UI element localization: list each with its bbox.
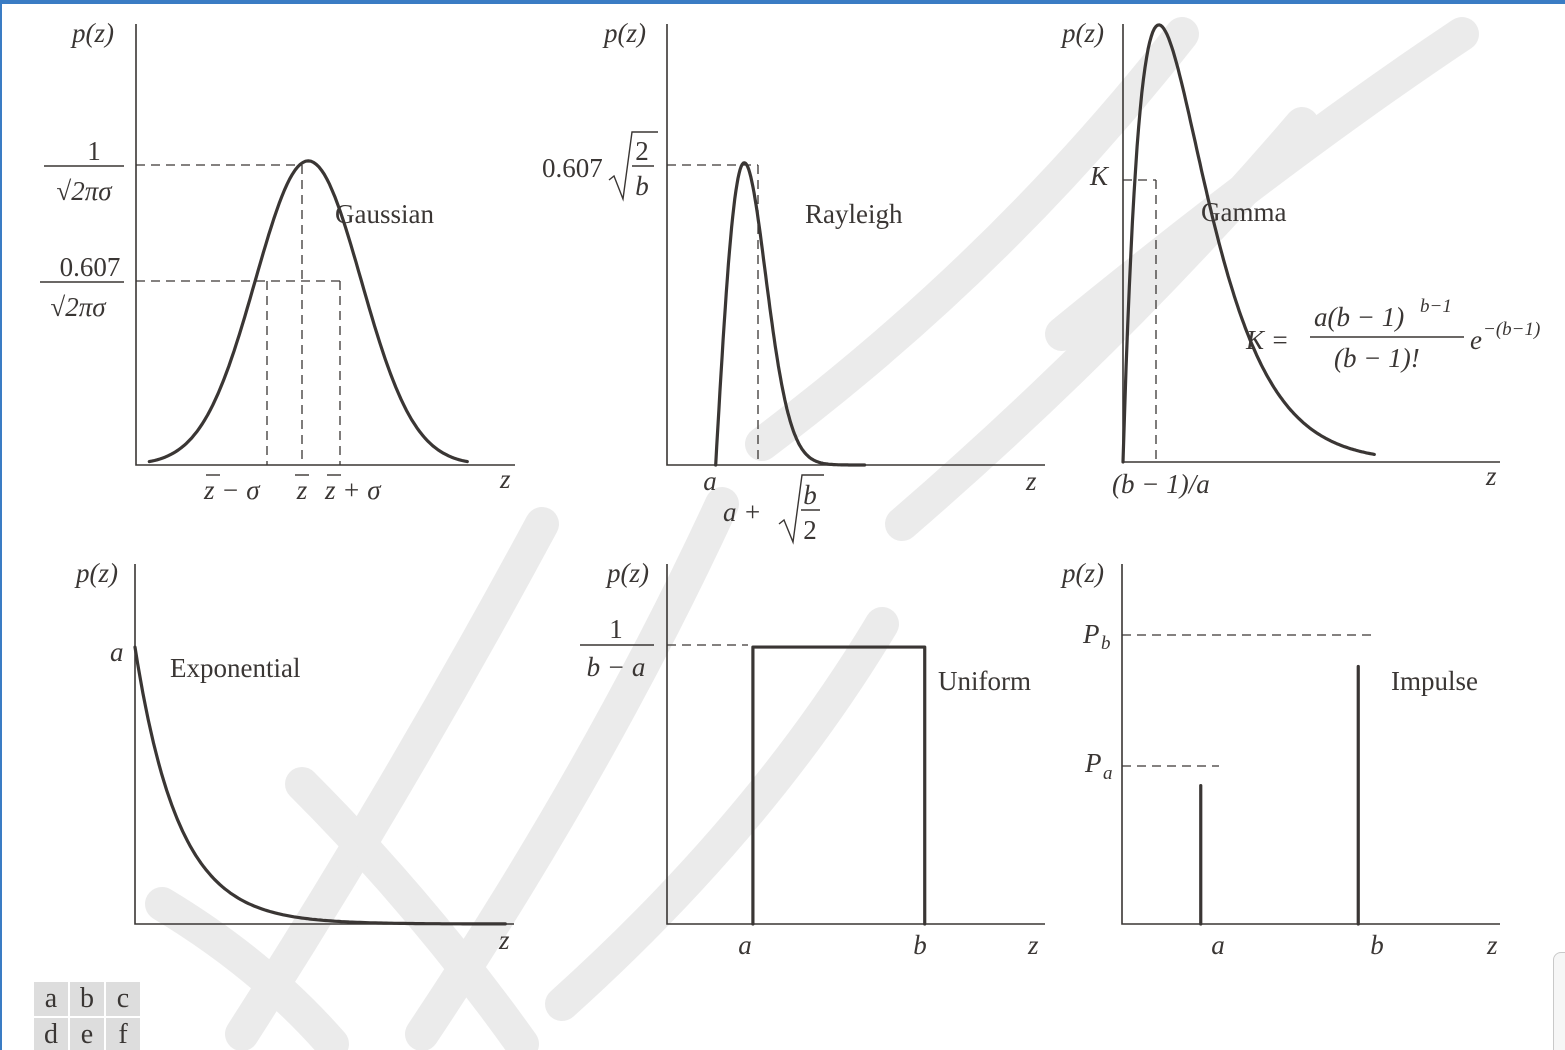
rayleigh-y-axis-label: p(z) <box>602 18 646 48</box>
panel-rayleigh: p(z) z 0.607 2 b a a + b 2 Rayleigh <box>542 18 1045 545</box>
uniform-series-label: Uniform <box>938 666 1031 696</box>
exponential-series-label: Exponential <box>170 653 300 683</box>
rayleigh-x-mode-prefix: a + <box>723 497 761 527</box>
gaussian-axes <box>135 24 515 466</box>
impulse-x-b: b <box>1370 930 1384 960</box>
watermark <box>145 17 1479 1050</box>
rayleigh-axes <box>666 24 1045 466</box>
impulse-pb-base: P <box>1082 619 1100 649</box>
gaussian-mid-den: √2πσ <box>50 292 107 322</box>
gaussian-peak-num: 1 <box>87 136 101 166</box>
impulse-pb-sub: b <box>1101 633 1111 654</box>
panel-letter-f: f <box>106 1018 140 1050</box>
gaussian-x-right: z + σ <box>324 475 382 505</box>
impulse-pa-base: P <box>1084 748 1102 778</box>
exponential-y-axis-label: p(z) <box>74 558 118 588</box>
impulse-x-axis-label: z <box>1486 930 1498 960</box>
gamma-y-axis-label: p(z) <box>1060 18 1104 48</box>
uniform-height-num: 1 <box>609 614 623 644</box>
gamma-formula-num: a(b − 1) <box>1314 302 1404 332</box>
exponential-y-start: a <box>110 637 124 667</box>
panel-letter-a: a <box>34 982 68 1016</box>
rayleigh-x-axis-label: z <box>1025 466 1037 496</box>
gaussian-x-center: z <box>296 475 308 505</box>
rayleigh-peak-sqrt <box>608 131 658 202</box>
gaussian-mid-num: 0.607 <box>60 252 121 282</box>
panel-gaussian: p(z) z 1 √2πσ 0.607 √2πσ z − σ z z + σ G… <box>40 18 515 505</box>
gaussian-peak-den: √2πσ <box>56 176 113 206</box>
impulse-axes <box>1121 564 1500 925</box>
uniform-curve <box>751 645 927 926</box>
rayleigh-curve <box>714 161 867 467</box>
uniform-x-a: a <box>738 930 752 960</box>
panel-uniform: p(z) z 1 b − a a b Uniform <box>580 558 1045 960</box>
panel-letter-grid: a b c d e f <box>34 982 140 1050</box>
rayleigh-x-mode-num: b <box>803 480 817 510</box>
panel-letter-e: e <box>70 1018 104 1050</box>
panel-gamma: p(z) z K (b − 1)/a Gamma K = a(b − 1) b−… <box>1060 18 1540 499</box>
gamma-peak-guide <box>1123 179 1157 462</box>
rayleigh-x-start: a <box>703 466 717 496</box>
gamma-formula-den: (b − 1)! <box>1334 343 1420 373</box>
uniform-y-axis-label: p(z) <box>605 558 649 588</box>
noise-pdf-figure: p(z) z 1 √2πσ 0.607 √2πσ z − σ z z + σ G… <box>40 17 1540 1050</box>
rayleigh-peak-den: b <box>635 171 649 201</box>
rayleigh-peak-guide <box>667 164 759 465</box>
gaussian-x-left: z − σ <box>203 475 261 505</box>
gaussian-peak-guide <box>136 164 303 465</box>
exponential-curve <box>133 645 507 926</box>
rayleigh-x-mode-den: 2 <box>803 515 817 545</box>
impulse-x-a: a <box>1211 930 1225 960</box>
uniform-axes <box>666 564 1045 925</box>
rayleigh-peak-coef: 0.607 <box>542 153 603 183</box>
panel-letter-b: b <box>70 982 104 1016</box>
gamma-formula-num-sup: b−1 <box>1420 296 1452 317</box>
impulse-series-label: Impulse <box>1391 666 1478 696</box>
uniform-height-den: b − a <box>587 652 646 682</box>
gaussian-series-label: Gaussian <box>335 199 434 229</box>
uniform-x-b: b <box>913 930 927 960</box>
gaussian-mid-guide <box>136 280 341 465</box>
gamma-series-label: Gamma <box>1201 197 1286 227</box>
rayleigh-x-mode-sqrt <box>778 474 824 545</box>
exponential-x-axis-label: z <box>498 925 510 955</box>
scrollbar-handle[interactable] <box>1553 952 1565 1050</box>
rayleigh-peak-num: 2 <box>635 136 649 166</box>
panel-exponential: p(z) z a Exponential <box>74 558 514 955</box>
gamma-formula-exp-base: e <box>1470 325 1482 355</box>
panel-letter-c: c <box>106 982 140 1016</box>
gamma-x-axis-label: z <box>1485 461 1497 491</box>
gaussian-x-axis-label: z <box>499 464 511 494</box>
panel-impulse: p(z) z P b P a a b Impulse <box>1060 558 1500 960</box>
impulse-pa-sub: a <box>1103 763 1113 784</box>
impulse-y-axis-label: p(z) <box>1060 558 1104 588</box>
gamma-x-mode: (b − 1)/a <box>1112 469 1210 499</box>
gaussian-curve <box>147 159 469 464</box>
uniform-x-axis-label: z <box>1027 930 1039 960</box>
rayleigh-series-label: Rayleigh <box>805 199 903 229</box>
gaussian-y-axis-label: p(z) <box>70 18 114 48</box>
panel-letter-d: d <box>34 1018 68 1050</box>
gamma-curve <box>1121 23 1376 464</box>
gamma-formula-lhs: K = <box>1245 325 1289 355</box>
gamma-y-peak: K <box>1089 161 1110 191</box>
gamma-formula-exp-sup: −(b−1) <box>1483 319 1540 340</box>
